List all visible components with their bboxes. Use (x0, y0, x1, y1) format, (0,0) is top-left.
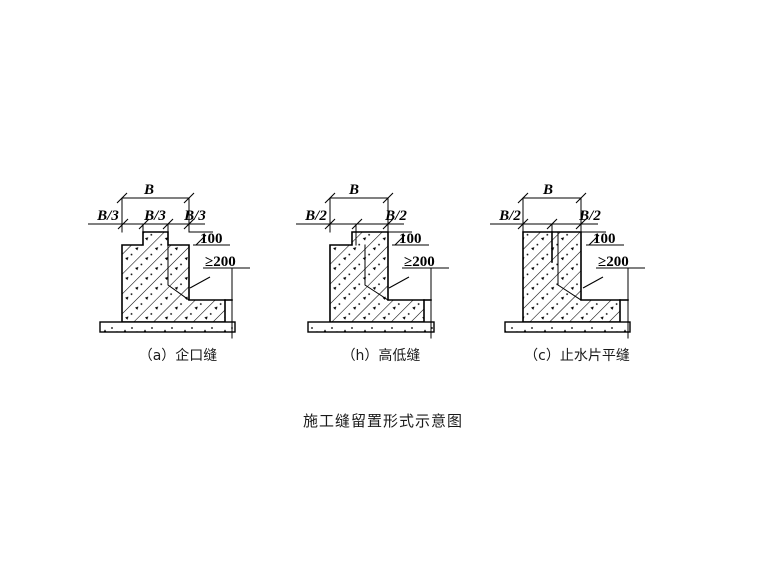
panel-c-dim-B: B (517, 182, 587, 233)
panel-c-dim-200: ≥200 (582, 254, 645, 289)
panel-a-label-third-3: B/3 (183, 208, 206, 224)
panel-h-caption: （h）高低缝 (342, 347, 421, 364)
panel-h-dim-200: ≥200 (388, 254, 449, 289)
panel-h-label-half-2: B/2 (384, 208, 407, 224)
panel-c-bedding-layer (504, 321, 631, 333)
panel-c-label-200: ≥200 (598, 254, 629, 270)
panel-c-haunch-edge (557, 231, 582, 301)
panel-c-caption: （c）止水片平缝 (524, 348, 630, 364)
panel-a-dim-B: B (116, 182, 195, 233)
panel-c: B B/2 B/2 100 ≥200 （c）止水片平缝 (490, 182, 645, 364)
panel-a-caption: （a）企口缝 (139, 347, 218, 364)
panel-h-label-half-1: B/2 (304, 208, 327, 224)
figure-caption: 施工缝留置形式示意图 (303, 412, 463, 430)
panel-a-bedding-layer (99, 321, 236, 333)
panel-h-haunch-edge (364, 244, 389, 301)
panel-c-dim-100: 100 (581, 231, 624, 247)
panel-h-dim-100: 100 (388, 231, 429, 247)
panel-h-dim-halves: B/2 B/2 (296, 208, 407, 246)
panel-a-haunch-edge (167, 244, 190, 301)
panel-a-dim-200: ≥200 (189, 254, 250, 289)
panel-a-label-B: B (143, 182, 154, 198)
panel-a-label-100: 100 (200, 231, 223, 247)
panel-a-label-third-2: B/3 (143, 208, 166, 224)
panel-h-label-200: ≥200 (404, 254, 435, 270)
panel-h-label-B: B (348, 182, 359, 198)
panel-a: B B/3 B/3 B/3 100 ≥200 （a）企口 (88, 182, 250, 364)
panel-h-label-100: 100 (399, 231, 422, 247)
panel-h-dim-B: B (324, 182, 394, 233)
panel-c-label-B: B (542, 182, 553, 198)
panel-a-dim-100: 100 (189, 231, 230, 247)
panel-a-label-third-1: B/3 (96, 208, 119, 224)
panel-h-bedding-layer (307, 321, 435, 333)
panel-c-label-100: 100 (593, 231, 616, 247)
panel-a-label-200: ≥200 (205, 254, 236, 270)
panel-c-label-half-2: B/2 (578, 208, 601, 224)
panel-c-label-half-1: B/2 (498, 208, 521, 224)
panel-a-dim-thirds: B/3 B/3 B/3 (88, 208, 206, 246)
panel-h: B B/2 B/2 100 ≥200 （h）高低缝 (296, 182, 449, 364)
panel-c-dim-halves: B/2 B/2 (490, 208, 601, 237)
